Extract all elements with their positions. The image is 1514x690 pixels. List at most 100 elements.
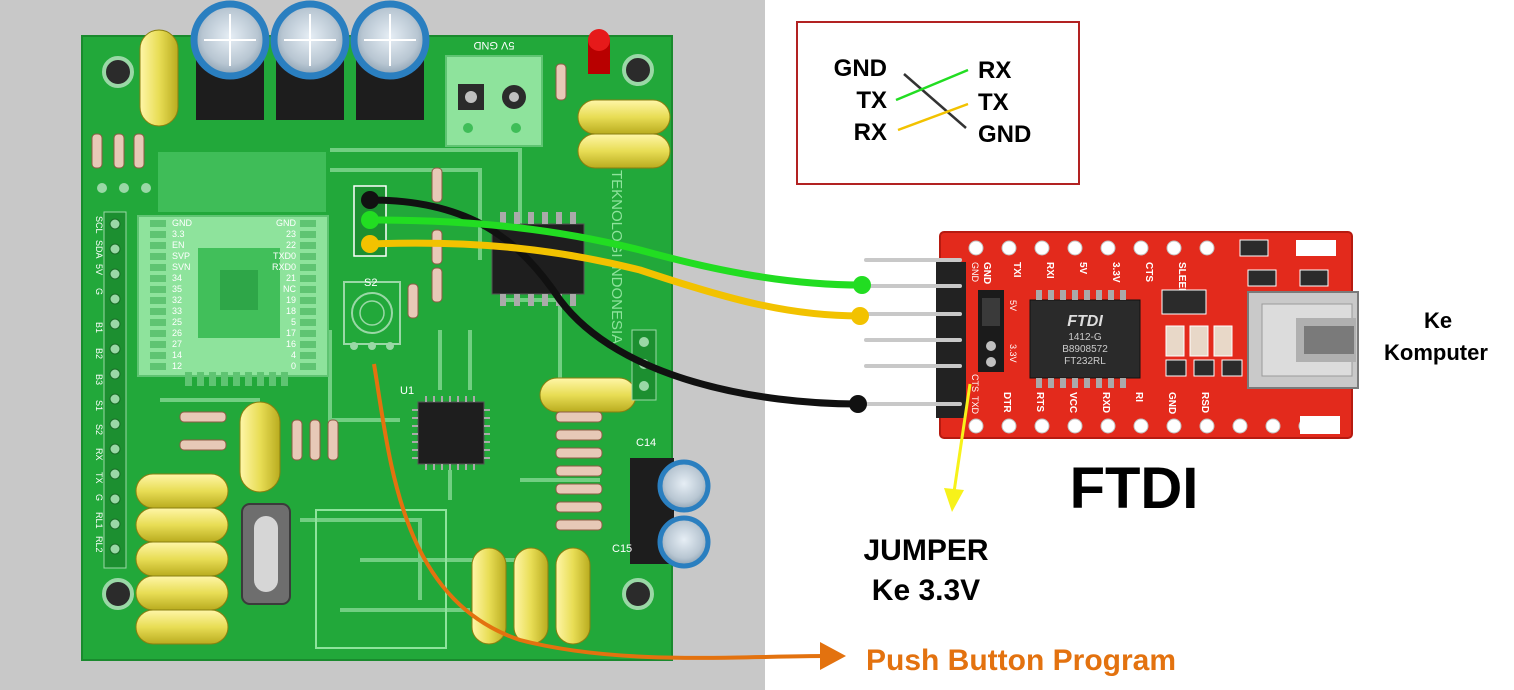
c15-label: C15 bbox=[612, 543, 632, 555]
pin-label: 32 bbox=[172, 295, 182, 305]
jumper-label-3v3: 3.3V bbox=[1008, 344, 1018, 363]
pin-label: 35 bbox=[172, 284, 182, 294]
sd-card-slot bbox=[315, 509, 447, 649]
legend-left-gnd: GND bbox=[834, 55, 887, 82]
mounting-hole bbox=[622, 578, 654, 610]
pin-label: SVN bbox=[172, 262, 191, 272]
computer-label-line2: Komputer bbox=[1384, 340, 1488, 365]
esp32-pin-labels-left: GND 3.3 EN SVP SVN 34 35 32 33 25 26 27 … bbox=[172, 218, 193, 371]
wire-rx-yellow bbox=[366, 239, 864, 320]
pin-label: 5 bbox=[291, 317, 296, 327]
wire-end-green-ftdi bbox=[853, 276, 871, 294]
legend-right-gnd: GND bbox=[978, 121, 1031, 148]
electrolytic-capacitors-top bbox=[190, 0, 430, 120]
jumper-arrow bbox=[952, 383, 972, 493]
esp32-right-pads bbox=[300, 220, 316, 370]
pin-label: 21 bbox=[286, 273, 296, 283]
esp32-pin-labels-right: GND 23 22 TXD0 RXD0 21 NC 19 18 5 17 16 … bbox=[272, 218, 297, 371]
top-left-resistors bbox=[91, 133, 151, 193]
ftdi-header-label: TXD bbox=[970, 396, 980, 415]
ftdi-top-pads bbox=[968, 240, 1215, 256]
ftdi-pin-label: GND bbox=[1166, 392, 1177, 414]
ftdi-pin-label: RI bbox=[1133, 392, 1144, 402]
power-terminal: 5V GND bbox=[445, 39, 543, 147]
wire-end-black-ftdi bbox=[849, 395, 867, 413]
edge-label: B1 bbox=[94, 322, 104, 333]
pin-label: 16 bbox=[286, 339, 296, 349]
edge-label: B2 bbox=[94, 348, 104, 359]
electrolytic-capacitors-bottom: C14 C15 bbox=[612, 437, 711, 569]
s2-label: S2 bbox=[364, 277, 377, 289]
ftdi-pin-label: CTS bbox=[1143, 262, 1154, 282]
legend-left-rx: RX bbox=[854, 119, 887, 146]
pin-label: 22 bbox=[286, 240, 296, 250]
ftdi-pin-label: TXI bbox=[1011, 262, 1022, 278]
wire-end-yellow-ftdi bbox=[851, 307, 869, 325]
edge-label: TX bbox=[94, 472, 104, 484]
legend-line-tx bbox=[895, 68, 969, 102]
chip-line: B8908572 bbox=[1062, 344, 1108, 355]
ftdi-pin-label: DTR bbox=[1001, 392, 1012, 413]
push-button-s2: S2 bbox=[343, 277, 401, 350]
wire-tx-green bbox=[366, 216, 866, 289]
ftdi-board: GND TXI RXI 5V 3.3V CTS SLEEP DTR RTS VC… bbox=[864, 231, 1359, 521]
pin-label: 19 bbox=[286, 295, 296, 305]
ftdi-header-label: GND bbox=[970, 262, 980, 283]
edge-label: 5V bbox=[94, 264, 104, 275]
ftdi-pin-label: VCC bbox=[1067, 392, 1078, 413]
mounting-hole bbox=[102, 56, 134, 88]
pin-label: EN bbox=[172, 240, 185, 250]
u1-chip: U1 bbox=[400, 385, 490, 470]
edge-label: RL2 bbox=[94, 536, 104, 553]
silkscreen-side-text: TEKNOLOGI INDONESIA bbox=[608, 170, 625, 344]
legend-line-rx bbox=[897, 102, 969, 132]
esp32-bottom-pads bbox=[185, 372, 288, 386]
ftdi-left-header-labels: GND CTS TXD bbox=[970, 262, 980, 415]
edge-label: S1 bbox=[94, 400, 104, 411]
ftdi-smd-components bbox=[1161, 239, 1340, 434]
edge-label: B3 bbox=[94, 374, 104, 385]
left-edge-labels: SCL SDA 5V G B1 B2 B3 S1 S2 RX TX G RL1 … bbox=[94, 216, 104, 553]
ftdi-bottom-labels: DTR RTS VCC RXD RI GND RSD bbox=[1001, 392, 1210, 414]
jumper-label-line1: JUMPER bbox=[863, 534, 988, 567]
pin-label: RXD0 bbox=[272, 262, 296, 272]
power-terminal-label: 5V GND bbox=[473, 39, 514, 51]
wire-end-green-pcb bbox=[361, 211, 379, 229]
jumper-label-line2: Ke 3.3V bbox=[872, 574, 980, 607]
pin-label: 4 bbox=[291, 350, 296, 360]
legend-left-tx: TX bbox=[856, 87, 887, 114]
connection-wires bbox=[366, 196, 866, 408]
chip-line: 1412-G bbox=[1068, 332, 1102, 343]
legend-right-tx: TX bbox=[978, 89, 1009, 116]
pin-label: 25 bbox=[172, 317, 182, 327]
edge-label: G bbox=[94, 288, 104, 295]
pin-label: GND bbox=[172, 218, 193, 228]
ftdi-pin-label: 3.3V bbox=[1110, 262, 1121, 283]
pin-label: 17 bbox=[286, 328, 296, 338]
wiring-legend: GND TX RX RX TX GND bbox=[796, 21, 1080, 185]
chip-line: FT232RL bbox=[1064, 356, 1106, 367]
wire-end-yellow-pcb bbox=[361, 235, 379, 253]
pin-label: 34 bbox=[172, 273, 182, 283]
pin-label: 12 bbox=[172, 361, 182, 371]
esp32-pcb: GND 3.3 EN SVP SVN 34 35 32 33 25 26 27 … bbox=[81, 0, 711, 661]
left-edge-header-pins bbox=[109, 218, 121, 555]
u1-label: U1 bbox=[400, 385, 414, 397]
legend-right-rx: RX bbox=[978, 57, 1011, 84]
ftdi-pin-label: RTS bbox=[1034, 392, 1045, 412]
pin-label: NC bbox=[283, 284, 296, 294]
esp32-chip-core bbox=[220, 270, 258, 310]
ftdi-pin-label: RXI bbox=[1044, 262, 1055, 279]
edge-label: RL1 bbox=[94, 512, 104, 529]
esp32-silkscreen-top bbox=[158, 152, 326, 212]
push-button-label: Push Button Program bbox=[866, 644, 1176, 677]
edge-label: SCL bbox=[94, 216, 104, 234]
ftdi-pin-label: RSD bbox=[1199, 392, 1210, 413]
mounting-hole bbox=[102, 578, 134, 610]
mini-usb-connector bbox=[1247, 291, 1359, 389]
wire-endpoints bbox=[361, 191, 871, 413]
wire-gnd-black bbox=[366, 196, 862, 408]
mounting-hole bbox=[622, 54, 654, 86]
ftdi-pin-label: GND bbox=[981, 262, 992, 284]
wire-end-black-pcb bbox=[361, 191, 379, 209]
